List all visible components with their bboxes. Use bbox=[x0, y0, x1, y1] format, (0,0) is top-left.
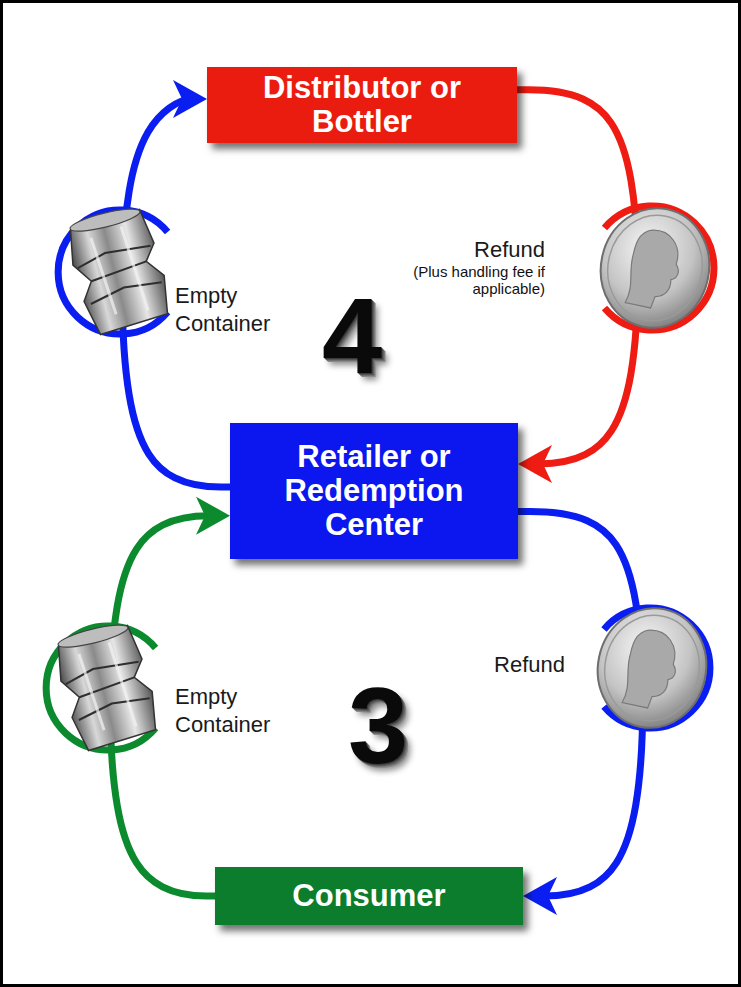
box-label: Distributor or Bottler bbox=[215, 71, 509, 139]
crushed-can bbox=[51, 619, 163, 753]
step-number: 3 bbox=[348, 672, 408, 780]
box-label: Retailer or Redemption Center bbox=[238, 440, 510, 542]
process-box: Retailer or Redemption Center bbox=[230, 423, 518, 559]
box-label: Consumer bbox=[223, 879, 515, 913]
process-box: Distributor or Bottler bbox=[207, 67, 517, 143]
edge-label: Empty Container bbox=[175, 683, 270, 738]
edge-label: Refund bbox=[450, 651, 565, 679]
process-box: Consumer bbox=[215, 867, 523, 925]
edge-label: Empty Container bbox=[175, 282, 270, 337]
dime-coin bbox=[590, 198, 721, 338]
step-number: 4 bbox=[322, 282, 382, 390]
note-text: (Plus handling fee if applicable) bbox=[395, 263, 545, 298]
edge-label: Refund bbox=[430, 236, 545, 264]
crushed-can bbox=[63, 203, 175, 337]
dime-coin bbox=[587, 598, 718, 738]
